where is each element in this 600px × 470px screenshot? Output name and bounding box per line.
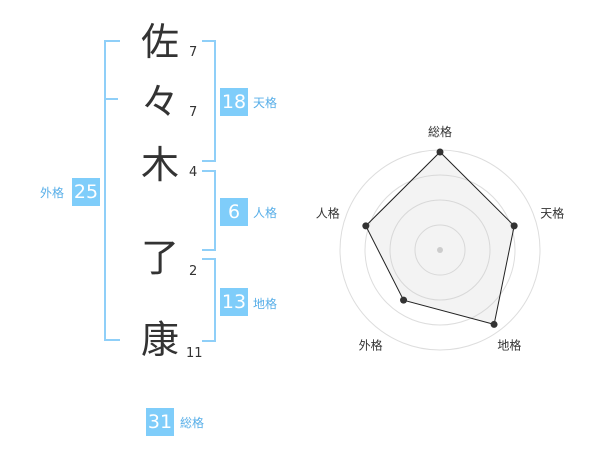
radar-axis-label: 地格 (497, 338, 521, 353)
name-char-1: 佐 (140, 20, 179, 64)
chikaku-label: 地格 (253, 297, 278, 311)
radar-axis-label: 外格 (359, 338, 383, 353)
jinkaku-bracket (202, 170, 216, 251)
stroke-count-5: 11 (186, 346, 203, 361)
radar-ring (389, 199, 491, 301)
name-char-3: 木 (140, 143, 179, 187)
gaikaku-bracket-tick (104, 98, 118, 100)
radar-point (400, 296, 408, 304)
radar-point (490, 320, 498, 328)
radar-ring (364, 174, 516, 326)
stroke-count-1: 7 (189, 45, 198, 60)
radar-ring (414, 224, 466, 276)
radar-point (510, 222, 518, 230)
radar-axis-label: 人格 (316, 206, 340, 221)
stroke-count-3: 4 (189, 165, 198, 180)
tenkaku-badge: 18 (220, 88, 248, 116)
radar-series-polygon (365, 151, 515, 326)
radar-point (436, 148, 444, 156)
radar-axis-label: 天格 (540, 206, 564, 221)
radar-center-dot (437, 247, 443, 253)
radar-axis-label: 総格 (428, 124, 452, 139)
name-char-4: 了 (140, 236, 179, 280)
stroke-count-4: 2 (189, 264, 198, 279)
tenkaku-label: 天格 (253, 96, 278, 110)
jinkaku-label: 人格 (253, 206, 278, 220)
gaikaku-badge: 25 (72, 178, 100, 206)
gaikaku-label: 外格 (40, 186, 65, 200)
stroke-count-2: 7 (189, 105, 198, 120)
soukaku-label: 総格 (180, 416, 205, 430)
chikaku-bracket (202, 258, 216, 342)
soukaku-badge: 31 (146, 408, 174, 436)
tenkaku-bracket (202, 40, 216, 162)
gaikaku-bracket (104, 40, 120, 341)
name-char-2: 々 (140, 80, 179, 124)
radar-point (362, 222, 370, 230)
jinkaku-badge: 6 (220, 198, 248, 226)
chikaku-badge: 13 (220, 288, 248, 316)
name-char-5: 康 (140, 318, 179, 362)
